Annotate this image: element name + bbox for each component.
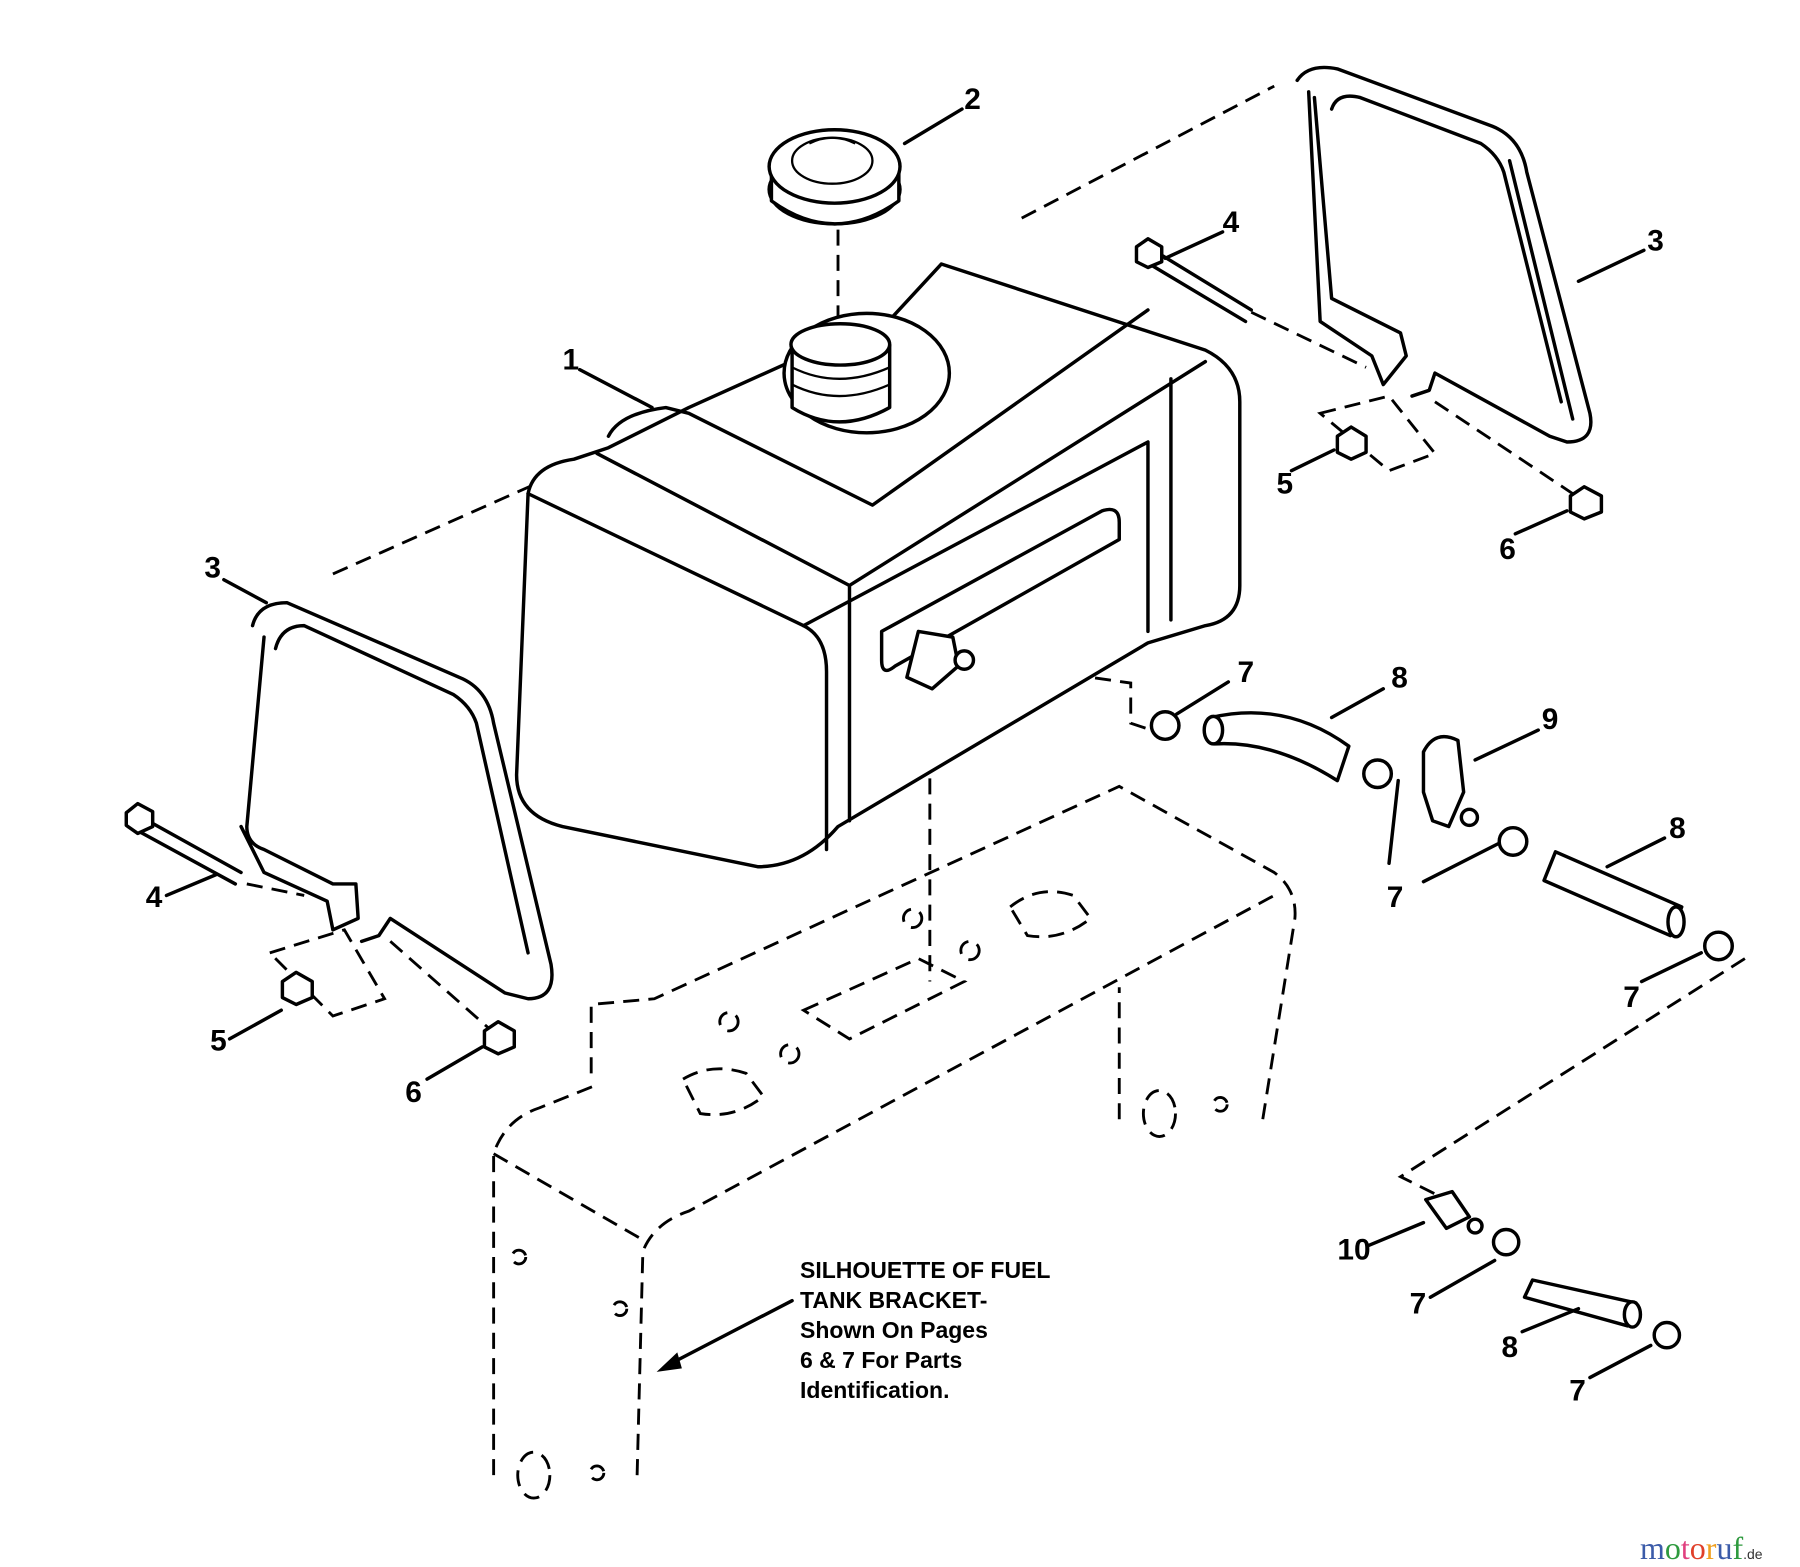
- callout-8: 8: [1391, 662, 1408, 695]
- callout-1: 1: [563, 344, 580, 377]
- callout-7: 7: [1238, 656, 1255, 689]
- nut: [1335, 425, 1368, 461]
- note-line: Shown On Pages: [800, 1317, 988, 1343]
- watermark-letter: u: [1716, 1530, 1733, 1566]
- tank-strap-left: [239, 600, 554, 1001]
- callout-7: 7: [1410, 1287, 1427, 1320]
- watermark-letter: o: [1689, 1530, 1706, 1566]
- nut: [482, 1019, 517, 1056]
- fuel-filter: [1424, 1189, 1472, 1231]
- watermark-name: motoruf: [1640, 1530, 1743, 1566]
- callout-3: 3: [204, 551, 221, 584]
- callout-9: 9: [1542, 703, 1559, 736]
- callout-7: 7: [1569, 1375, 1586, 1408]
- shutoff-valve: [1421, 734, 1466, 829]
- bracket-silhouette-note: SILHOUETTE OF FUEL TANK BRACKET- Shown O…: [800, 1255, 1050, 1405]
- callout-5: 5: [1277, 468, 1294, 501]
- tank-strap-right: [1295, 65, 1593, 444]
- watermark-letter: r: [1705, 1530, 1717, 1566]
- note-line: TANK BRACKET-: [800, 1287, 988, 1313]
- callout-7: 7: [1623, 981, 1640, 1014]
- leader-lines: [164, 107, 1703, 1380]
- watermark-logo: motoruf.de: [1640, 1530, 1763, 1567]
- callout-7: 7: [1387, 881, 1404, 914]
- fuel-cap: [767, 128, 902, 226]
- callout-4: 4: [146, 881, 163, 914]
- callout-3: 3: [1647, 224, 1664, 257]
- note-line: SILHOUETTE OF FUEL: [800, 1257, 1051, 1283]
- watermark-letter: f: [1732, 1530, 1744, 1566]
- callout-6: 6: [405, 1076, 422, 1109]
- callout-2: 2: [964, 83, 981, 116]
- callout-numbers: 1 2 3 3 4 4 5 5 6 6 7 7 7 7 7 8 8 8 9 10: [146, 83, 1686, 1407]
- watermark-suffix: .de: [1743, 1546, 1763, 1562]
- callout-4: 4: [1223, 206, 1240, 239]
- watermark-letter: m: [1640, 1530, 1665, 1566]
- nut: [280, 970, 314, 1007]
- note-line: Identification.: [800, 1377, 950, 1403]
- watermark-letter: o: [1664, 1530, 1681, 1566]
- fuel-line-parts: [1149, 710, 1734, 1350]
- note-line: 6 & 7 For Parts: [800, 1347, 963, 1373]
- callout-5: 5: [210, 1024, 227, 1057]
- callout-6: 6: [1499, 533, 1516, 566]
- fuel-tank-bracket-silhouette: [492, 784, 1297, 1500]
- fuel-tank: [514, 262, 1242, 869]
- callout-8: 8: [1502, 1331, 1519, 1364]
- nut: [1568, 485, 1604, 521]
- callout-10: 10: [1337, 1233, 1370, 1266]
- callout-8: 8: [1669, 812, 1686, 845]
- watermark-letter: t: [1680, 1530, 1690, 1566]
